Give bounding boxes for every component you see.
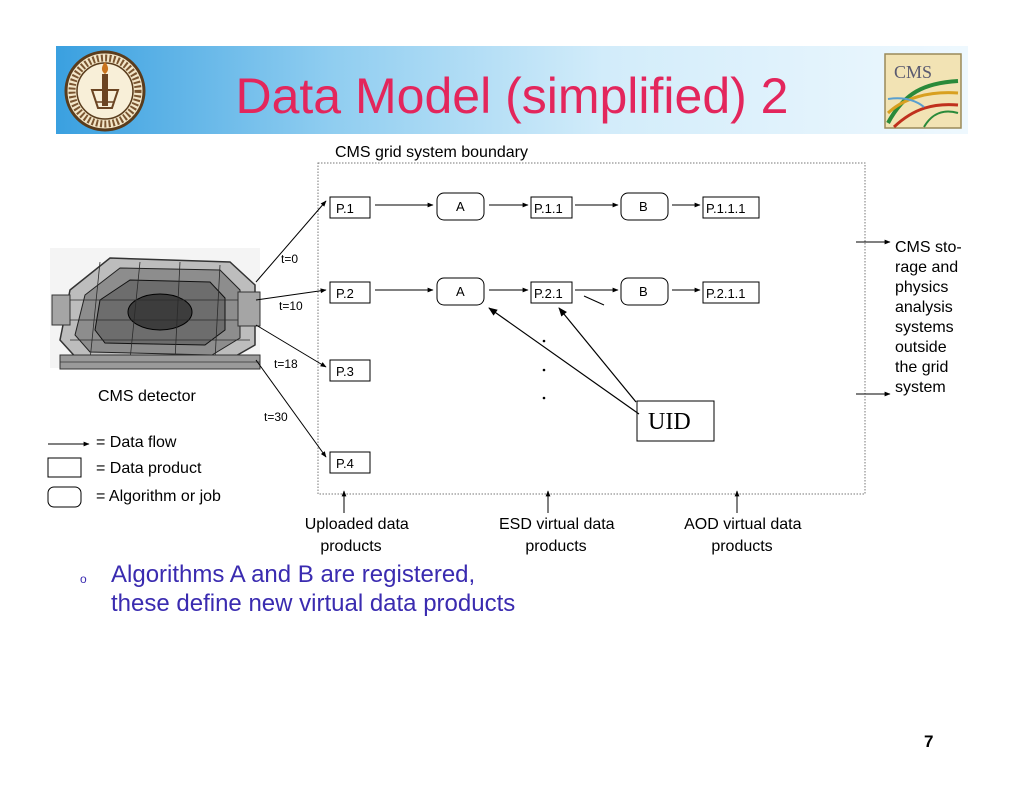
time-label: t=0 — [281, 252, 298, 266]
page-number: 7 — [924, 732, 934, 751]
slide-title: Data Model (simplified) 2 — [235, 68, 789, 124]
header-band — [56, 46, 968, 134]
time-label: t=30 — [264, 410, 288, 424]
legend-product-label: = Data product — [96, 460, 202, 477]
ellipsis-dot — [542, 339, 546, 343]
data-product-label: P.2 — [336, 286, 354, 301]
data-product-label: P.4 — [336, 456, 354, 471]
data-product-label: P.1.1.1 — [706, 201, 746, 216]
data-product-label: P.3 — [336, 364, 354, 379]
data-product-label: P.1 — [336, 201, 354, 216]
data-product-box — [329, 359, 371, 382]
bullet-text: Algorithms A and B are registered, these… — [111, 560, 515, 618]
data-product-label: P.1.1 — [534, 201, 563, 216]
algorithm-box — [436, 192, 485, 221]
boundary-label: CMS grid system boundary — [335, 144, 528, 161]
bullet-line: these define new virtual data products — [111, 590, 516, 617]
data-product-box — [329, 281, 371, 304]
grid-boundary-box — [317, 162, 866, 495]
legend-product-box — [47, 457, 82, 478]
data-product-box — [329, 196, 371, 219]
data-product-box — [530, 281, 573, 304]
uploaded-products-label: Uploaded data products — [305, 516, 414, 555]
cms-logo: CMS — [884, 53, 962, 129]
algorithm-box — [620, 277, 669, 306]
detector-label: CMS detector — [98, 388, 196, 405]
svg-text:CMS: CMS — [894, 62, 932, 82]
algorithm-label: B — [639, 199, 648, 214]
bullet-line: Algorithms A and B are registered, — [111, 561, 476, 588]
aod-products-label: AOD virtual data products — [684, 516, 806, 555]
data-product-box — [329, 451, 371, 474]
data-product-label: P.2.1 — [534, 286, 563, 301]
legend-algorithm-label: = Algorithm or job — [96, 488, 221, 505]
data-product-box — [702, 196, 760, 219]
flow-arrow — [255, 288, 327, 301]
ellipsis-dot — [542, 368, 546, 372]
esd-products-label: ESD virtual data products — [499, 516, 619, 555]
caltech-seal-logo — [64, 50, 146, 132]
flow-arrow — [255, 200, 327, 283]
ellipsis-dot — [542, 396, 546, 400]
flow-tick — [583, 295, 605, 306]
flow-arrow — [255, 324, 327, 368]
cms-detector-image — [50, 248, 261, 370]
algorithm-box — [436, 277, 485, 306]
algorithm-label: A — [456, 284, 465, 299]
uid-pointer-arrow — [558, 307, 637, 403]
data-product-label: P.2.1.1 — [706, 286, 746, 301]
bullet-marker: o — [80, 572, 87, 586]
algorithm-label: A — [456, 199, 465, 214]
time-label: t=10 — [279, 299, 303, 313]
uid-pointer-arrow — [488, 307, 640, 415]
time-label: t=18 — [274, 357, 298, 371]
flow-arrow — [255, 359, 327, 458]
uid-label: UID — [648, 409, 691, 435]
algorithm-box — [620, 192, 669, 221]
uid-callout-box — [636, 400, 715, 442]
legend-algorithm-box — [47, 486, 82, 508]
data-product-box — [702, 281, 760, 304]
algorithm-label: B — [639, 284, 648, 299]
outside-systems-text: CMS sto- rage and physics analysis syste… — [895, 239, 966, 396]
legend-flow-label: = Data flow — [96, 434, 177, 451]
data-product-box — [530, 196, 573, 219]
